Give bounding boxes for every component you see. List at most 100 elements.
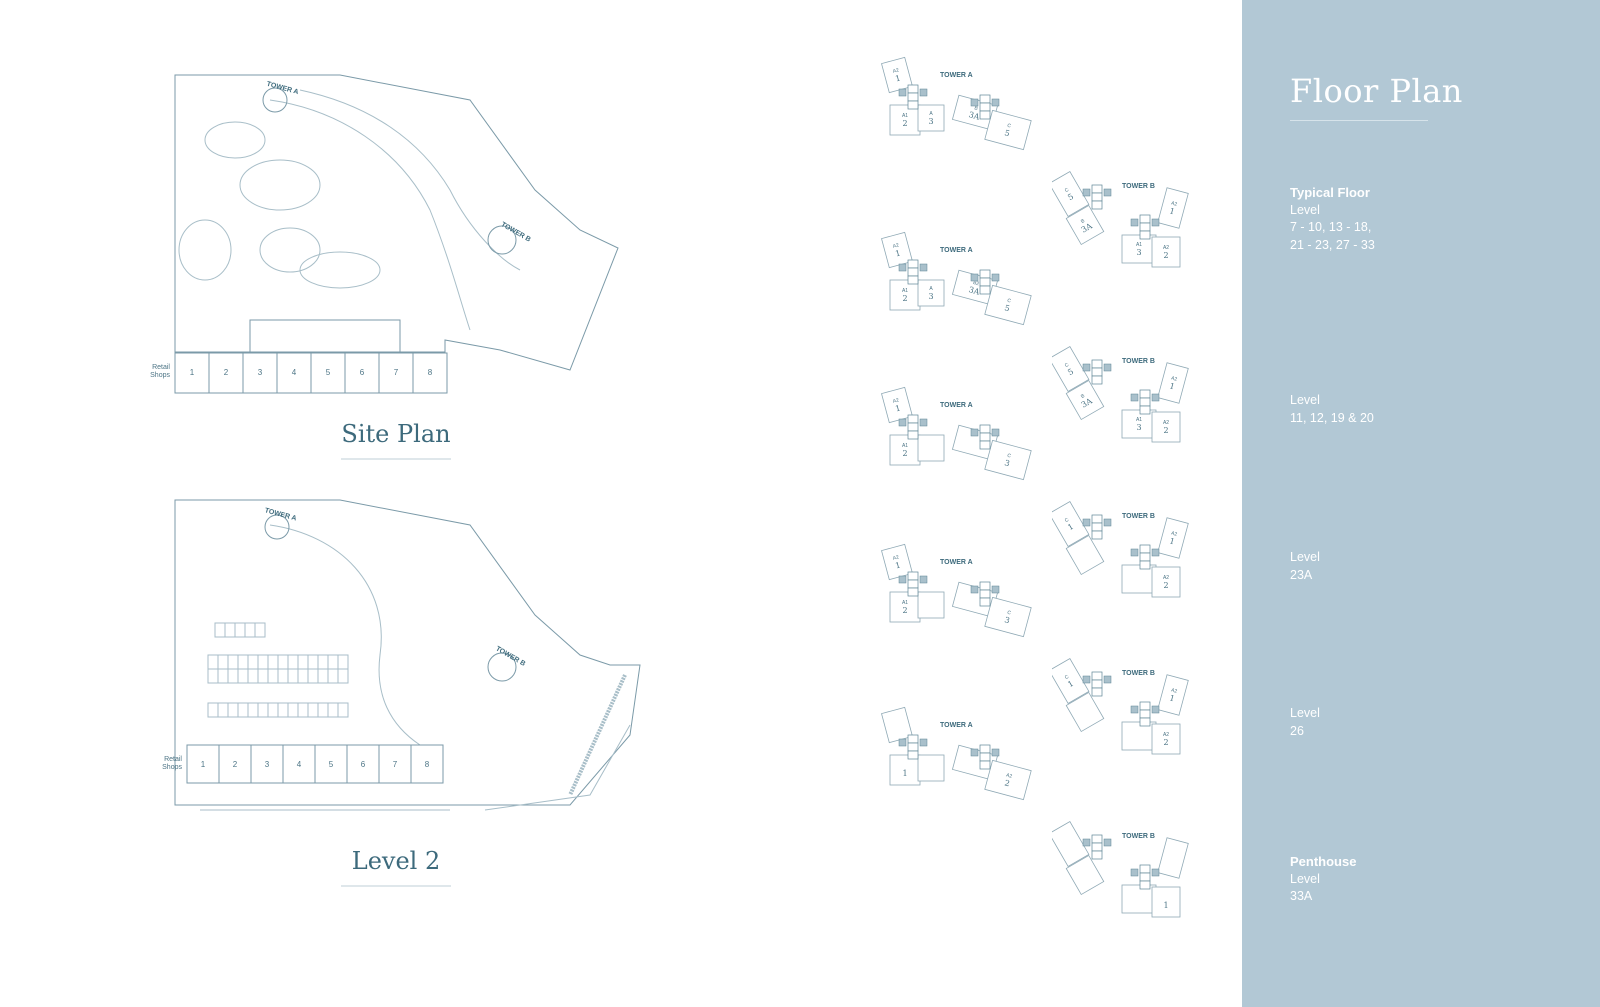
- floor-section-line: 21 - 23, 27 - 33: [1290, 237, 1375, 252]
- lift-shaft: [907, 579, 919, 589]
- lift-shaft: [1091, 834, 1103, 844]
- stair-icon: [991, 273, 1000, 282]
- unit: [1065, 534, 1105, 576]
- stair-icon: [898, 418, 907, 427]
- lift-shaft: [1091, 192, 1103, 202]
- parking-bay: [217, 654, 229, 670]
- parking-bay: [207, 668, 219, 684]
- unit-number: 1: [1168, 693, 1175, 703]
- lift-shaft: [979, 269, 991, 279]
- unit-type: B: [974, 105, 979, 112]
- lift-shaft: [979, 102, 991, 112]
- unit-type: A2: [1170, 530, 1178, 537]
- unit-number: 2: [1163, 581, 1168, 590]
- unit: C1: [1052, 500, 1090, 548]
- unit-number: 2: [1163, 426, 1168, 435]
- parking-bay: [297, 654, 309, 670]
- unit: A21: [1157, 187, 1189, 229]
- lift-shaft: [1091, 687, 1103, 697]
- unit-type: A2: [1170, 200, 1178, 207]
- unit: [1121, 564, 1157, 594]
- parking-bay: [227, 702, 239, 718]
- unit-outline: [917, 754, 945, 782]
- stair-icon: [919, 88, 928, 97]
- parking-bay: [297, 668, 309, 684]
- unit: A3: [917, 279, 945, 307]
- unit-outline: [984, 284, 1032, 326]
- unit-number: 3: [1003, 458, 1010, 468]
- unit-type: B: [1080, 393, 1086, 400]
- parking-bay: [327, 654, 339, 670]
- shop-number: 5: [326, 368, 331, 377]
- lift-core: [1082, 184, 1112, 210]
- parking-bay: [327, 668, 339, 684]
- lift-shaft: [1139, 230, 1151, 240]
- unit-type: C: [1064, 362, 1070, 369]
- tower-b-core: [487, 652, 517, 682]
- unit: A22: [1151, 566, 1181, 598]
- lift-shaft: [1139, 405, 1151, 415]
- unit: [917, 754, 945, 782]
- unit: A12: [889, 279, 921, 311]
- lift-shaft: [907, 750, 919, 760]
- parking-bay: [257, 702, 269, 718]
- unit-type: C: [1007, 123, 1012, 130]
- unit-outline: [889, 591, 921, 623]
- unit: [917, 434, 945, 462]
- unit-number: 5: [1066, 192, 1075, 202]
- unit-number: 1: [1066, 679, 1075, 689]
- lift-core: [1082, 514, 1112, 540]
- lift-shaft: [1139, 701, 1151, 711]
- parking-bay: [237, 654, 249, 670]
- unit-outline: [917, 591, 945, 619]
- lift-core: [898, 84, 928, 110]
- lift-shaft: [1091, 842, 1103, 852]
- pool: [178, 219, 232, 281]
- stair-icon: [898, 575, 907, 584]
- site-boundary: [174, 74, 619, 371]
- site-outline: [174, 499, 641, 811]
- unit: A22: [1151, 411, 1181, 443]
- parking-bay: [234, 622, 246, 638]
- floor-section-line: 11, 12, 19 & 20: [1290, 410, 1374, 425]
- parking-bay: [287, 654, 299, 670]
- stair-icon: [919, 738, 928, 747]
- lift-core: [1130, 389, 1160, 415]
- parking-bay: [337, 668, 349, 684]
- unit: [917, 591, 945, 619]
- parking-bay: [337, 702, 349, 718]
- lift-shaft: [1091, 530, 1103, 540]
- stair-icon: [919, 263, 928, 272]
- lift-core: [1130, 864, 1160, 890]
- stair-icon: [991, 98, 1000, 107]
- unit-type: A2: [1170, 375, 1178, 382]
- lift-shaft: [979, 581, 991, 591]
- unit-number: 3: [928, 292, 933, 301]
- lift-shaft: [1139, 709, 1151, 719]
- lift-core: [898, 414, 928, 440]
- unit: A21: [881, 231, 913, 269]
- floor-section-line: 26: [1290, 723, 1304, 738]
- unit: C3: [984, 439, 1032, 481]
- stair-icon: [1130, 868, 1139, 877]
- unit-type: A2: [1163, 420, 1169, 426]
- parking-bay: [247, 654, 259, 670]
- shop-number: 5: [329, 760, 334, 769]
- stair-icon: [1103, 675, 1112, 684]
- shop-number: 1: [190, 368, 195, 377]
- unit-outline: [984, 596, 1032, 638]
- tower-label: TOWER B: [1122, 513, 1155, 520]
- parking-bay: [297, 702, 309, 718]
- unit-outline: [1121, 884, 1157, 914]
- parking-bay: [267, 702, 279, 718]
- unit-outline: [1151, 723, 1181, 755]
- unit: A22: [984, 759, 1032, 801]
- unit-outline: [1151, 566, 1181, 598]
- lift-shaft: [907, 100, 919, 110]
- lift-shaft: [1139, 222, 1151, 232]
